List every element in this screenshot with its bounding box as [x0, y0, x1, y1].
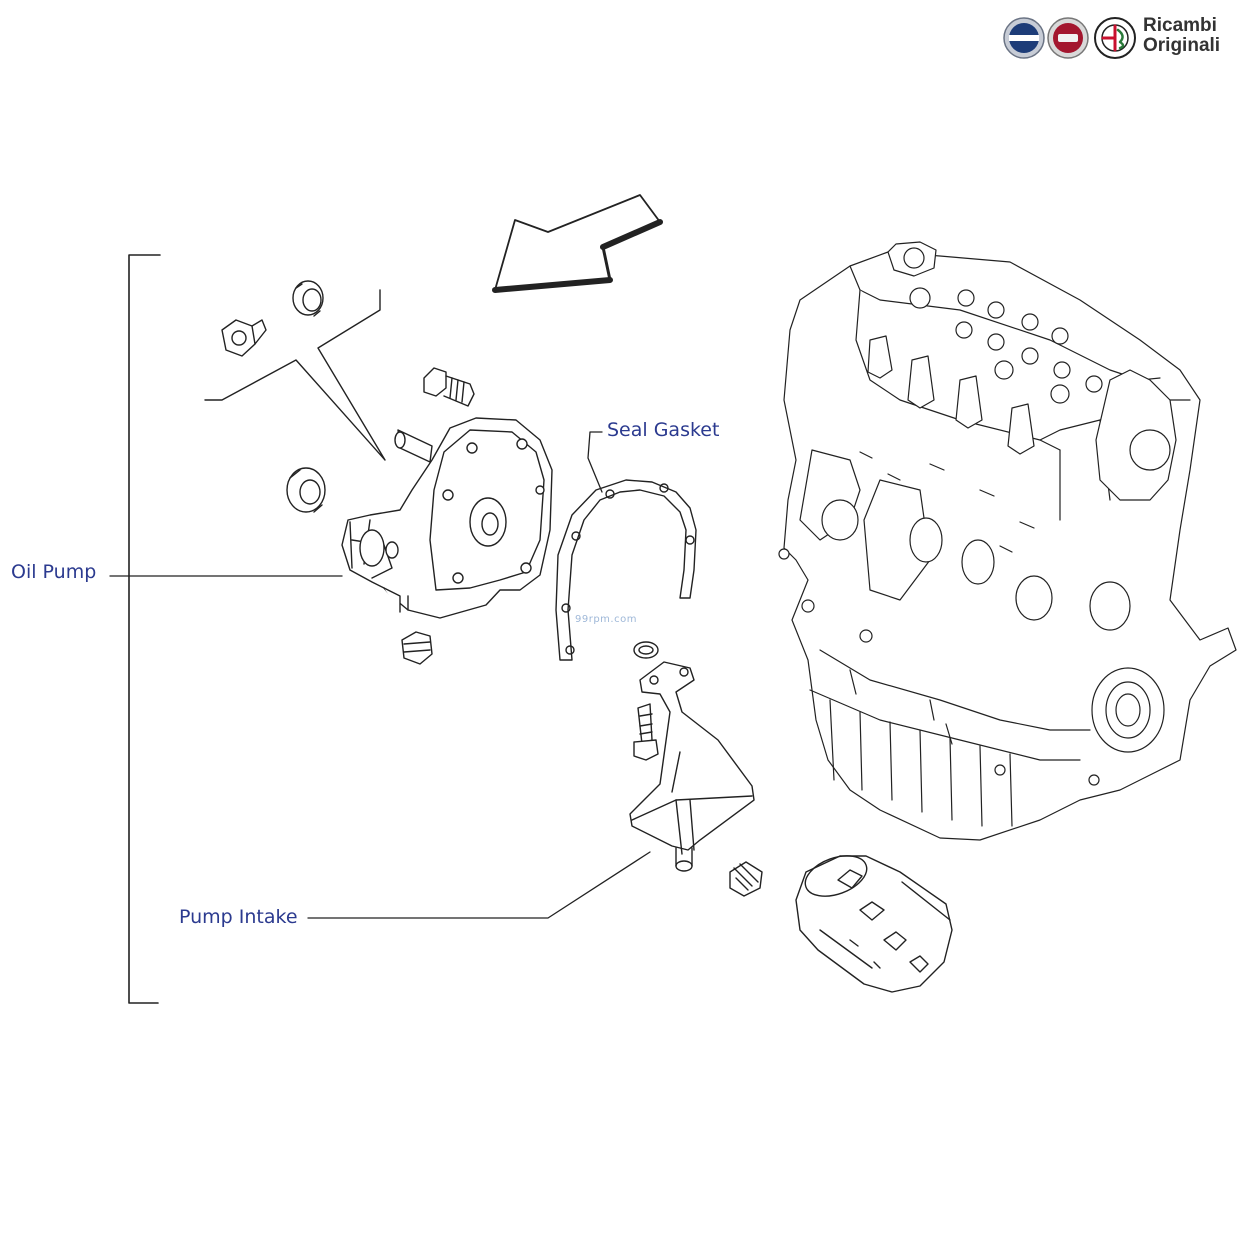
brand-line-1: Ricambi — [1143, 15, 1217, 36]
watermark: 99rpm.com — [575, 614, 637, 625]
oil-pump-label: Oil Pump — [11, 561, 97, 583]
brand-line-2: Originali — [1143, 35, 1221, 56]
subassembly-leader — [204, 289, 386, 461]
seal-gasket-leader — [587, 431, 603, 493]
seal-gasket — [555, 479, 697, 661]
brand-caption: Ricambi Originali — [1143, 16, 1220, 56]
hex-bolt — [221, 319, 267, 357]
threaded-plug — [729, 861, 763, 897]
fiat-logo — [1047, 17, 1089, 59]
group-bracket — [128, 254, 161, 1004]
lancia-logo — [1003, 17, 1045, 59]
oil-pump-body — [341, 417, 553, 619]
seal-gasket-label: Seal Gasket — [607, 419, 720, 441]
seal-ring-left — [286, 467, 326, 513]
pump-intake — [629, 661, 755, 872]
alfa-romeo-logo — [1094, 17, 1136, 59]
seal-ring-top — [292, 280, 324, 317]
plug-bolt — [401, 631, 433, 665]
engine-block — [778, 241, 1237, 841]
brand-logos — [1003, 17, 1136, 59]
oil-filter — [795, 855, 953, 993]
direction-arrow — [492, 194, 663, 293]
stud-bolt — [423, 367, 475, 407]
pump-intake-label: Pump Intake — [179, 906, 298, 928]
o-ring — [633, 641, 659, 659]
pump-intake-leader — [307, 851, 651, 919]
pickup-bolt — [633, 703, 659, 761]
